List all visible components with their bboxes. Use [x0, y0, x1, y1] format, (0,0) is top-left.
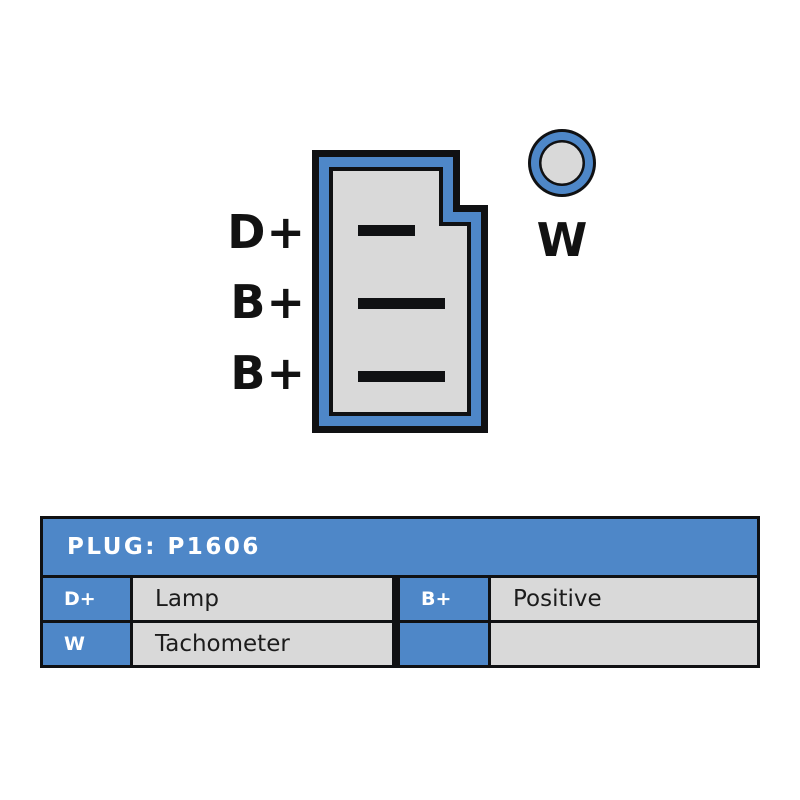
pin-slot-b-plus-2	[358, 371, 445, 382]
plug-legend-table: PLUG: P1606 D+ Lamp B+ Positive W Tachom…	[40, 516, 760, 668]
pin-cell-d-plus: D+	[43, 578, 130, 620]
terminal-w-core	[541, 142, 583, 184]
table-row: D+ Lamp B+ Positive	[43, 578, 757, 620]
pin-cell-empty	[400, 623, 488, 665]
plug-pin-label-b-plus-2: B+	[230, 346, 306, 400]
plug-pin-label-b-plus-1: B+	[230, 275, 306, 329]
pin-cell-b-plus: B+	[400, 578, 488, 620]
desc-cell-positive: Positive	[491, 578, 757, 620]
plug-pin-label-d-plus: D+	[227, 205, 306, 259]
plug-table-title: PLUG: P1606	[43, 519, 757, 575]
desc-cell-lamp: Lamp	[133, 578, 392, 620]
connector-diagram-svg	[312, 129, 596, 433]
table-row: W Tachometer	[43, 623, 757, 665]
terminal-label-w: W	[536, 213, 588, 267]
pin-slot-d-plus	[358, 225, 415, 236]
desc-cell-empty	[491, 623, 757, 665]
pin-slot-b-plus-1	[358, 298, 445, 309]
pin-cell-w: W	[43, 623, 130, 665]
desc-cell-tachometer: Tachometer	[133, 623, 392, 665]
